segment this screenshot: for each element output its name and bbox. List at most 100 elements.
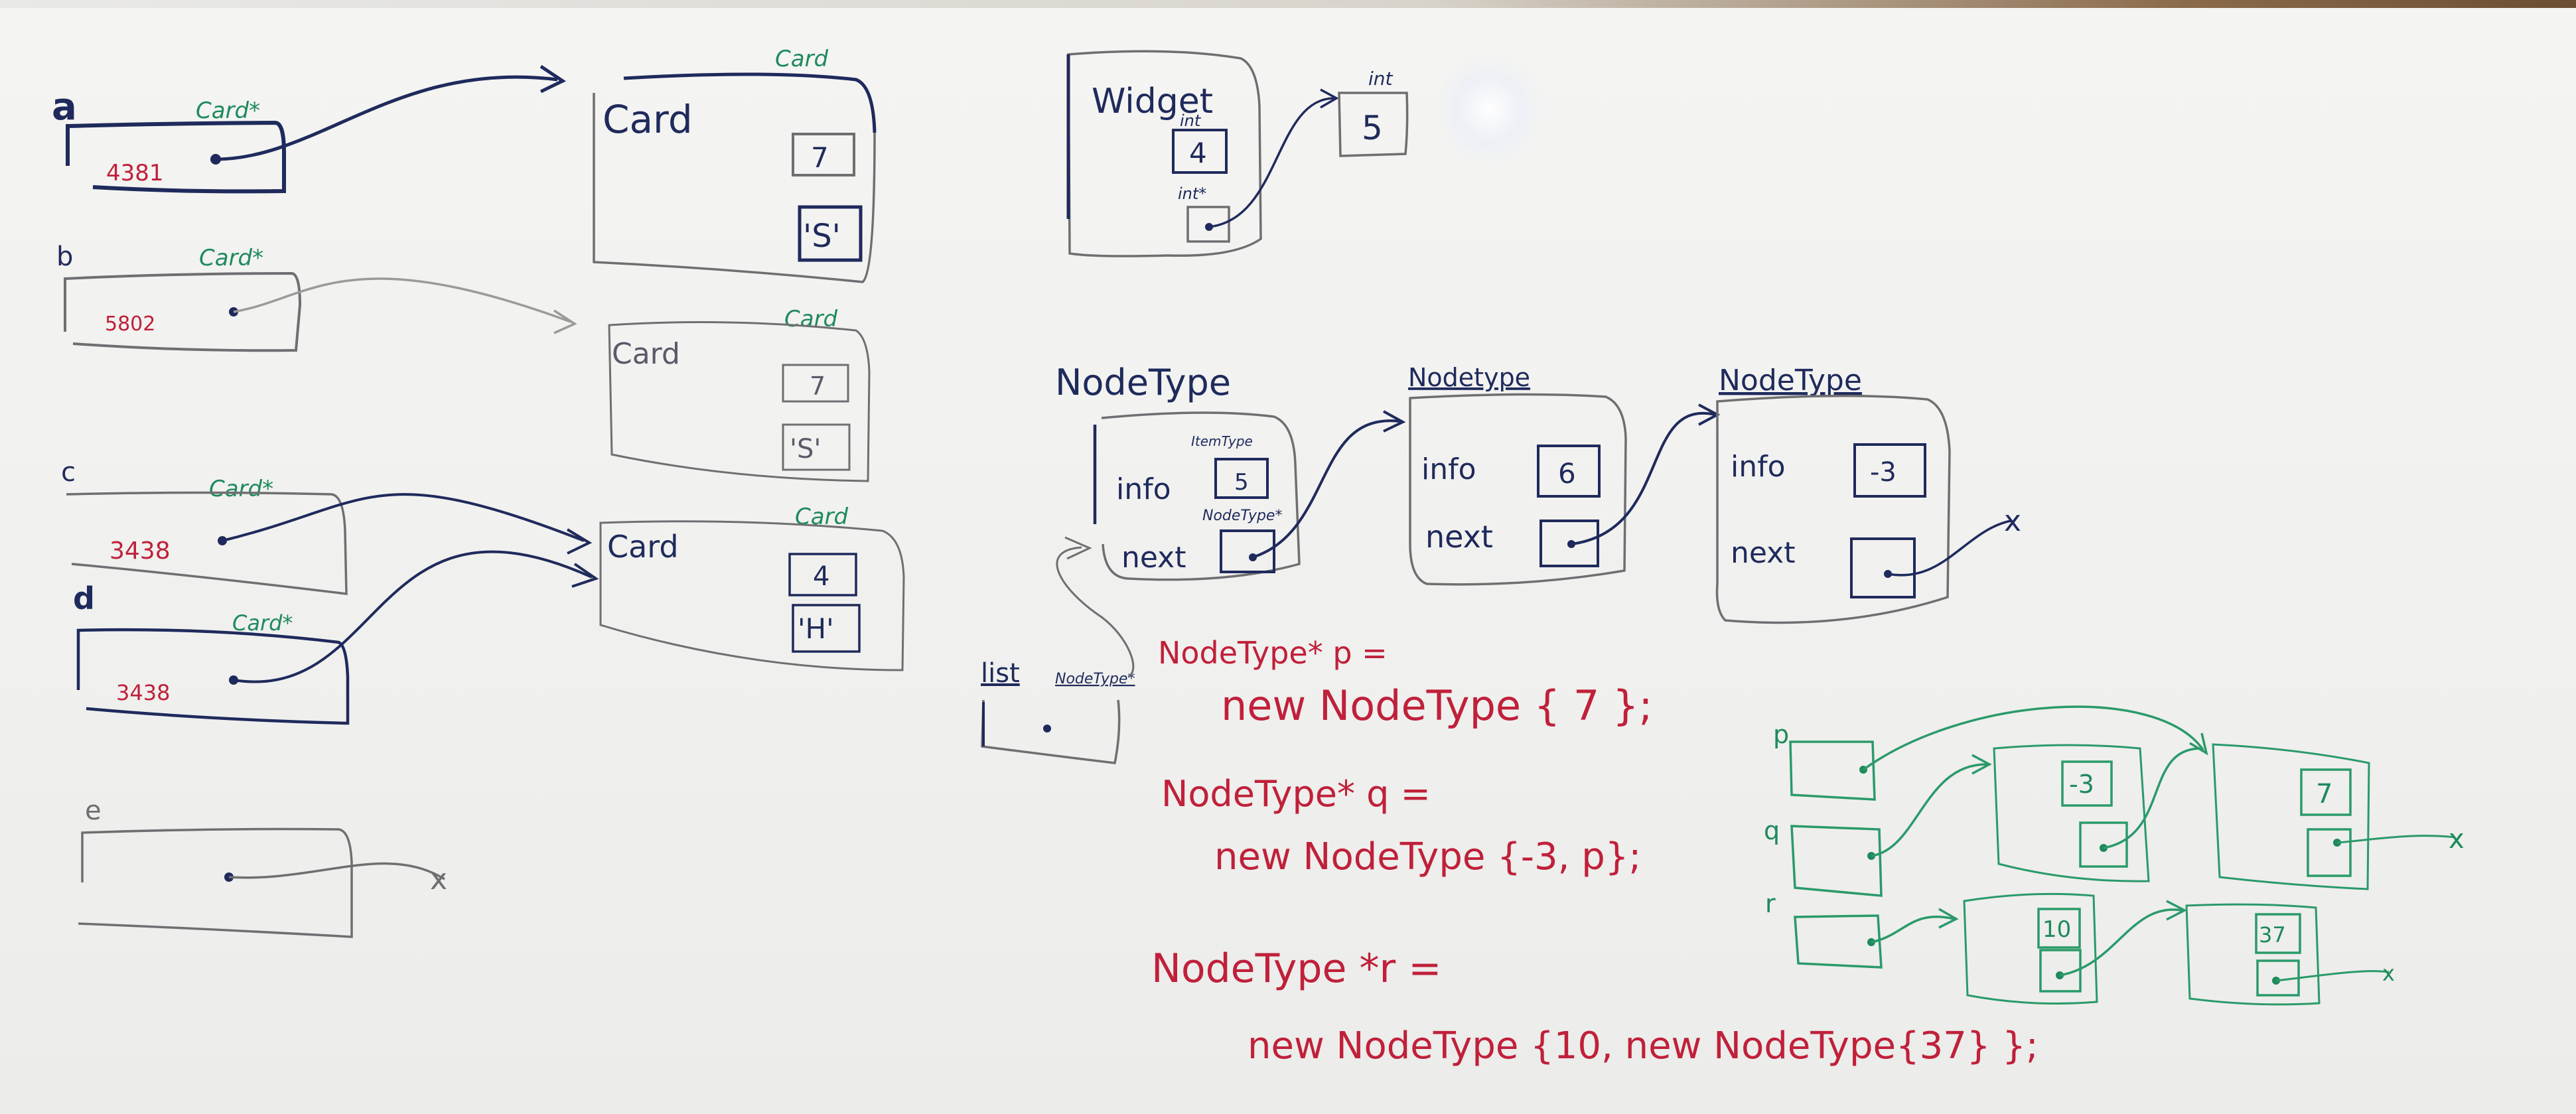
green-node-value: 10	[2042, 916, 2071, 943]
list-node-3: NodeType info -3 next x	[1715, 364, 2021, 624]
card-2: Card Card 7 'S'	[608, 306, 871, 482]
green-arrow-r	[1871, 915, 1955, 943]
pointer-c: c Card* 3438	[61, 457, 593, 595]
green-node-value-box	[2061, 760, 2113, 807]
list-node-1: ItemType info 5 NodeType* next	[1093, 410, 1406, 581]
list-arrow	[1056, 546, 1135, 678]
green-pointer-p	[1789, 740, 1876, 801]
pointer-box	[66, 120, 286, 194]
list-head-pointer: list NodeType*	[981, 536, 1135, 764]
green-arrow-p	[1862, 705, 2204, 771]
node-info-label: info	[1731, 450, 1786, 484]
pointer-e: e x	[78, 796, 447, 938]
green-node-box	[1963, 892, 2098, 1005]
green-arrow	[2103, 747, 2200, 849]
node-next-type: NodeType*	[1202, 508, 1282, 524]
card-rank: 4	[813, 561, 829, 592]
widget-target-value: 5	[1362, 109, 1383, 147]
card-box	[593, 93, 876, 283]
widget-object: Widget int 4 int* int 5	[1066, 50, 1409, 257]
widget-int-type: int	[1180, 111, 1202, 130]
list-box	[981, 699, 1121, 764]
light-glare	[1433, 53, 1546, 166]
null-mark: x	[430, 863, 447, 896]
card-top-edge	[623, 72, 877, 133]
pointer-d: d Card* 3438	[73, 550, 599, 725]
card-box	[608, 321, 871, 482]
widget-target-type: int	[1368, 68, 1394, 90]
card-name: Card	[603, 97, 693, 142]
card-rank: 7	[810, 372, 825, 401]
node-title: NodeType	[1719, 364, 1862, 397]
card-type: Card	[775, 46, 829, 72]
green-node-next-box	[2079, 821, 2128, 868]
card-rank-box	[788, 553, 857, 596]
node-next-arrow	[1571, 411, 1716, 545]
card-suit-box	[792, 604, 861, 653]
green-node-box	[2212, 743, 2370, 890]
green-node-2: 7 x	[2212, 743, 2465, 890]
list-label: list	[981, 658, 1020, 689]
pointer-box	[64, 271, 302, 352]
code-line: new NodeType {10, new NodeType{37} };	[1248, 1024, 2039, 1068]
list-dot	[1043, 725, 1051, 732]
node-info-value: 5	[1234, 469, 1249, 496]
widget-int-box	[1172, 129, 1228, 174]
code-line: NodeType* p =	[1158, 635, 1388, 671]
pointer-type: Card*	[196, 98, 260, 124]
card-suit: 'S'	[790, 434, 821, 464]
linked-list: NodeType ItemType info 5 NodeType* next …	[981, 362, 2021, 764]
pointer-type: Card*	[232, 610, 293, 636]
pointer-label: b	[56, 242, 73, 272]
arrow-head	[1064, 536, 1092, 560]
pointer-label: c	[61, 457, 76, 488]
card-rank: 7	[811, 141, 829, 174]
green-node-box	[2185, 903, 2321, 1006]
green-label-r: r	[1765, 889, 1776, 918]
green-node-value: 7	[2316, 779, 2332, 809]
card-suit-box	[798, 205, 863, 262]
node-next-label: next	[1121, 541, 1186, 575]
null-link	[1887, 520, 2011, 577]
pointer-address: 3438	[109, 537, 171, 565]
list-title: NodeType	[1055, 362, 1231, 403]
green-node-value: -3	[2069, 770, 2094, 799]
pointer-box	[66, 491, 348, 595]
node-info-label: info	[1116, 472, 1171, 506]
green-arrow	[2059, 908, 2182, 977]
widget-name: Widget	[1092, 82, 1213, 121]
card-rank-box	[782, 364, 849, 403]
node-next-box	[1220, 529, 1275, 573]
widget-int-value: 4	[1189, 137, 1207, 169]
pointer-a: a Card* 4381	[52, 64, 567, 194]
node-next-label: next	[1731, 536, 1795, 570]
green-diagram: p q r -3	[1764, 705, 2465, 1006]
null-mark: x	[2004, 504, 2021, 538]
pointer-box	[76, 628, 350, 725]
code-line: new NodeType {-3, p};	[1214, 835, 1641, 878]
green-label-q: q	[1764, 816, 1780, 845]
node-info-box	[1853, 443, 1926, 498]
null-link	[2336, 835, 2456, 844]
node-box	[1409, 393, 1627, 586]
pointer-b: b Card* 5802	[56, 242, 577, 352]
code-line: NodeType *r =	[1151, 945, 1442, 992]
pointer-box	[78, 827, 353, 938]
green-node-4: 37 x	[2185, 903, 2395, 1006]
green-node-1: -3	[1993, 744, 2200, 882]
node-next-box	[1539, 520, 1599, 567]
green-node-box	[1993, 744, 2150, 882]
card-name: Card	[612, 337, 680, 371]
green-pointer-r	[1794, 914, 1883, 969]
widget-ptr-type: int*	[1178, 184, 1206, 203]
node-info-value: 6	[1558, 457, 1576, 490]
card-suit: 'H'	[798, 612, 834, 645]
green-node-next-box	[2307, 828, 2352, 877]
widget-target-box	[1338, 92, 1409, 157]
green-node-value: 37	[2259, 922, 2286, 947]
arrow-head	[571, 563, 599, 588]
null-mark: x	[2382, 961, 2395, 986]
pointer-label: e	[85, 796, 102, 826]
green-pointer-q	[1790, 825, 1883, 897]
